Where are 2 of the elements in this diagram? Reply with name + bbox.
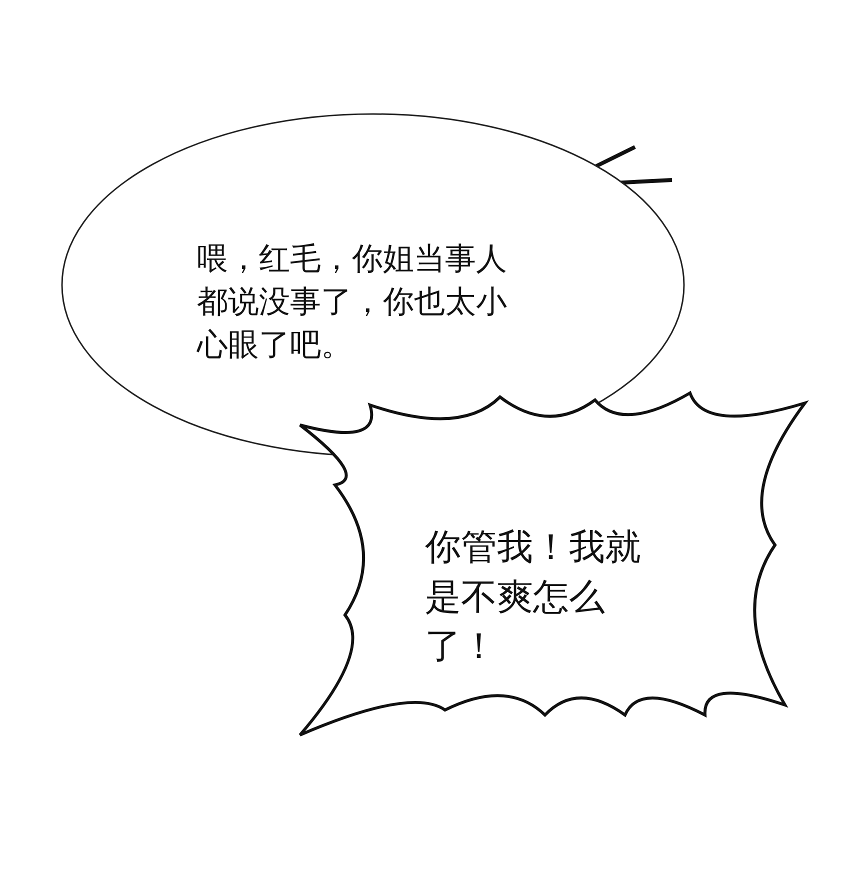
dialogue-text: 喂，红毛，你姐当事人都说没事了，你也太小心眼了吧。 bbox=[197, 240, 508, 365]
dialogue-text: 你管我！我就是不爽怎么了！ bbox=[425, 526, 642, 670]
